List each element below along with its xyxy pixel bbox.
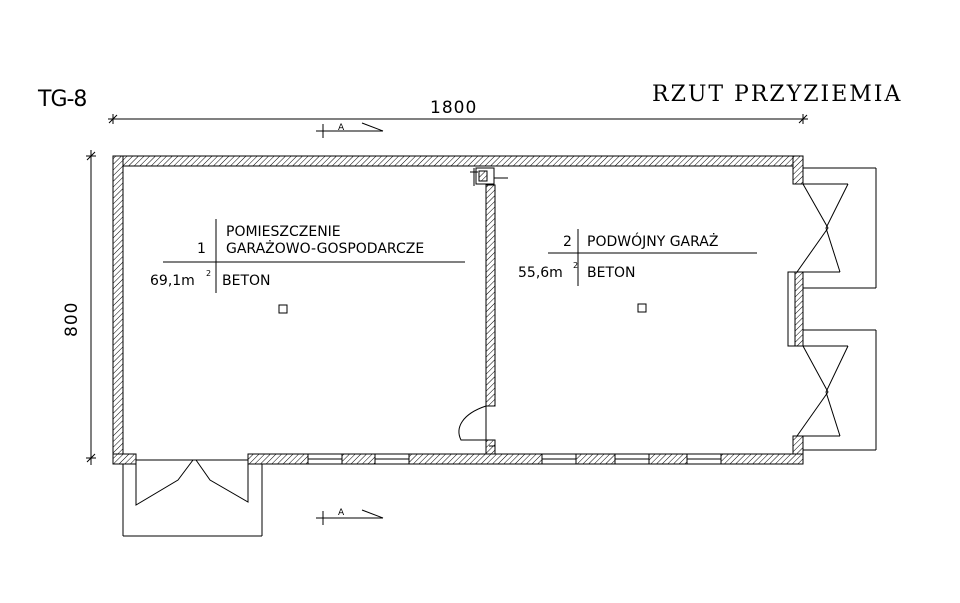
room-2-label: 2 PODWÓJNY GARAŻ 55,6m 2 BETON bbox=[518, 229, 757, 313]
room-1-area: 69,1m bbox=[150, 273, 195, 289]
room-2-number: 2 bbox=[563, 234, 572, 250]
windows bbox=[307, 453, 722, 465]
drawing-code: TG-8 bbox=[37, 87, 86, 112]
room-1-name-line1: POMIESZCZENIE bbox=[226, 224, 341, 240]
room-2-area: 55,6m bbox=[518, 265, 563, 281]
width-dimension-label: 1800 bbox=[430, 98, 477, 118]
exterior-walls bbox=[112, 155, 804, 465]
room-2-name-line1: PODWÓJNY GARAŻ bbox=[587, 232, 718, 250]
room-2-floor: BETON bbox=[587, 265, 636, 281]
room-1-name-line2: GARAŻOWO-GOSPODARCZE bbox=[226, 239, 424, 257]
entrance-door-bottom bbox=[122, 459, 263, 537]
room-1-label: 1 POMIESZCZENIE GARAŻOWO-GOSPODARCZE 69,… bbox=[150, 219, 465, 314]
room-1-floor: BETON bbox=[222, 273, 271, 289]
height-dimension: 800 bbox=[62, 150, 96, 465]
interior-partition bbox=[470, 167, 508, 455]
interior-door bbox=[458, 405, 496, 447]
garage-doors-right bbox=[787, 167, 877, 451]
drawing-title: RZUT PRZYZIEMIA bbox=[652, 82, 902, 107]
section-mark-bottom-label: A bbox=[338, 508, 345, 518]
width-dimension: 1800 bbox=[108, 98, 808, 124]
section-mark-bottom: A bbox=[316, 508, 384, 525]
room-1-area-sup: 2 bbox=[206, 269, 211, 278]
section-mark-top-label: A bbox=[338, 123, 345, 133]
section-mark-top: A bbox=[316, 122, 384, 138]
height-dimension-label: 800 bbox=[62, 302, 82, 337]
room-1-number: 1 bbox=[197, 241, 206, 257]
room-2-area-sup: 2 bbox=[573, 261, 578, 270]
